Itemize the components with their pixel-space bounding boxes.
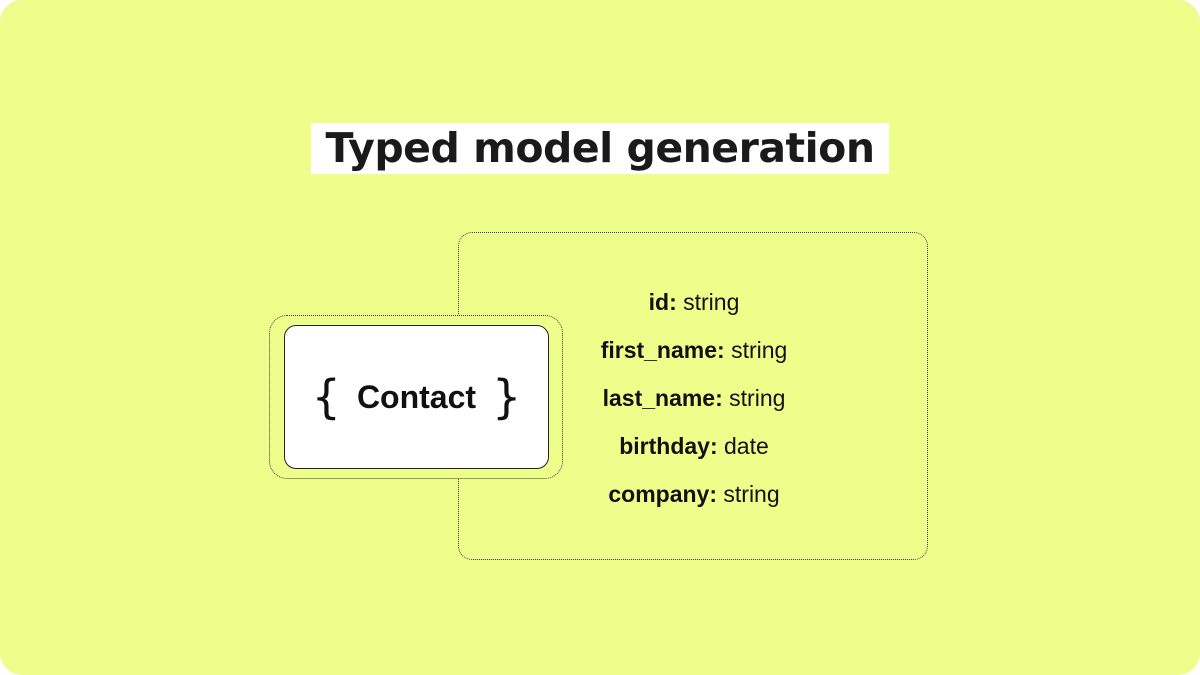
field-name: birthday: <box>619 433 724 459</box>
page-title: Typed model generation <box>311 123 889 174</box>
fields-list: id: string first_name: string last_name:… <box>478 278 910 518</box>
field-name: last_name: <box>602 385 730 411</box>
field-type: string <box>729 385 786 411</box>
field-type: string <box>731 337 788 363</box>
close-brace-icon: } <box>492 370 522 424</box>
model-name: Contact <box>356 378 477 415</box>
model-card: { Contact } <box>284 325 549 469</box>
field-type: string <box>723 481 780 507</box>
field-type: string <box>683 289 740 315</box>
field-type: date <box>724 433 769 459</box>
field-row: first_name: string <box>478 326 910 374</box>
field-name: company: <box>608 481 724 507</box>
field-row: id: string <box>478 278 910 326</box>
field-row: birthday: date <box>478 422 910 470</box>
open-brace-icon: { <box>311 370 341 424</box>
field-row: company: string <box>478 470 910 518</box>
field-row: last_name: string <box>478 374 910 422</box>
field-name: id: <box>648 289 684 315</box>
field-name: first_name: <box>600 337 732 363</box>
